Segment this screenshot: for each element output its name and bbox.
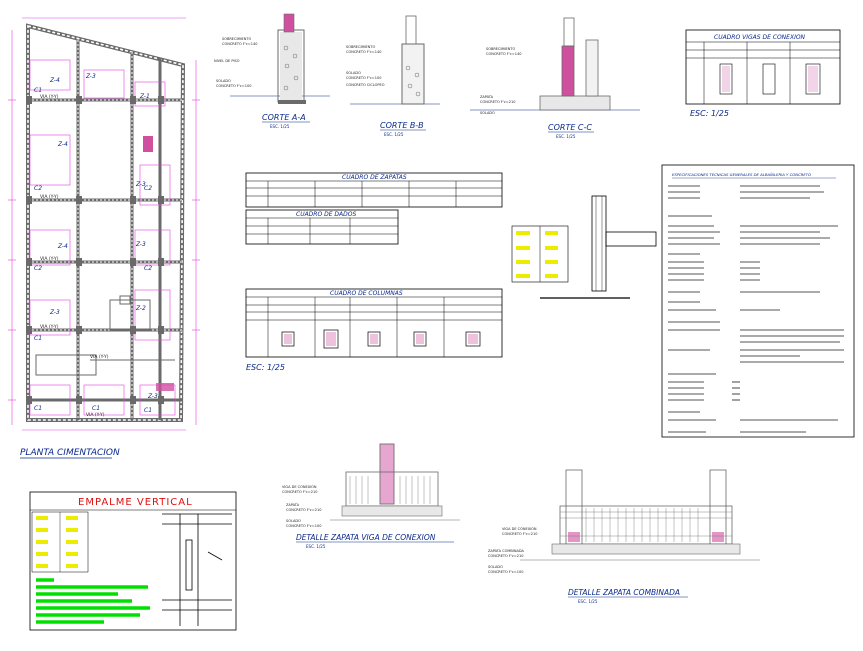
svg-text:ZAPATA COMBINADA: ZAPATA COMBINADA xyxy=(488,549,524,553)
svg-text:SOBRECIMIENTO: SOBRECIMIENTO xyxy=(486,47,516,51)
svg-text:SOBRECIMIENTO: SOBRECIMIENTO xyxy=(222,37,252,41)
columns-table: CUADRO DE COLUMNAS ESC: 1/25 xyxy=(245,288,503,372)
plan-label-z: Z-4 xyxy=(57,243,68,250)
section-b-title: CORTE B-B xyxy=(380,121,424,130)
beam-label: VIA (Y-Y) xyxy=(86,412,105,418)
svg-text:CONCRETO F'c=100: CONCRETO F'c=100 xyxy=(286,524,321,528)
svg-text:CONCRETO F'c=100: CONCRETO F'c=100 xyxy=(488,570,523,574)
plan-label-c: C1 xyxy=(144,407,152,414)
plan-label-c: C2 xyxy=(34,265,42,272)
svg-text:CONCRETO CICLOPEO: CONCRETO CICLOPEO xyxy=(346,83,385,87)
svg-text:CONCRETO F'c=210: CONCRETO F'c=210 xyxy=(286,508,321,512)
connection-detail-scale: ESC. 1/25 xyxy=(306,544,326,549)
svg-text:SOLADO: SOLADO xyxy=(286,519,301,523)
svg-text:SOLADO: SOLADO xyxy=(488,565,503,569)
plan-label-c: C2 xyxy=(144,265,152,272)
svg-text:CONCRETO F'c=100: CONCRETO F'c=100 xyxy=(346,76,381,80)
beam-label: VIA (Y-Y) xyxy=(40,256,59,262)
beam-label: VIA (Y-Y) xyxy=(40,324,59,330)
splice-title: EMPALME VERTICAL xyxy=(78,497,193,508)
plan-label-z: Z-4 xyxy=(57,141,68,148)
combined-detail-scale: ESC. 1/25 xyxy=(578,599,598,604)
footings-table: CUADRO DE ZAPATAS xyxy=(245,172,503,208)
section-a-title: CORTE A-A xyxy=(262,113,306,122)
plan-label-z: Z-4 xyxy=(49,77,60,84)
plan-label-z: Z-3 xyxy=(85,73,96,80)
beam-label: VIA (Y-Y) xyxy=(90,354,109,360)
svg-text:NIVEL DE PISO: NIVEL DE PISO xyxy=(214,59,240,63)
combined-detail-title: DETALLE ZAPATA COMBINADA xyxy=(568,588,680,597)
plan-label-z: Z-3 xyxy=(147,393,158,400)
connection-detail-title: DETALLE ZAPATA VIGA DE CONEXION xyxy=(296,533,436,542)
vertical-splice-box: EMPALME VERTICAL xyxy=(29,491,237,631)
dados-title: CUADRO DE DADOS xyxy=(296,211,356,218)
plan-label-c: C1 xyxy=(34,405,42,412)
plan-label-c: C2 xyxy=(144,185,152,192)
svg-text:CONCRETO F'c=210: CONCRETO F'c=210 xyxy=(502,532,537,536)
svg-text:CONCRETO F'c=140: CONCRETO F'c=140 xyxy=(486,52,521,56)
section-c-scale: ESC. 1/25 xyxy=(556,134,576,139)
svg-text:CONCRETO F'c=210: CONCRETO F'c=210 xyxy=(282,490,317,494)
plan-label-c: C1 xyxy=(92,405,100,412)
svg-text:CONCRETO F'c=210: CONCRETO F'c=210 xyxy=(480,100,515,104)
svg-text:ZAPATA: ZAPATA xyxy=(480,95,494,99)
svg-text:CONCRETO F'c=210: CONCRETO F'c=210 xyxy=(488,554,523,558)
section-a-scale: ESC. 1/25 xyxy=(270,124,290,129)
connection-beams-table: CUADRO VIGAS DE CONEXION ESC: 1/25 xyxy=(685,29,841,118)
plan-label-z: Z-3 xyxy=(135,181,146,188)
svg-text:ZAPATA: ZAPATA xyxy=(286,503,300,507)
plan-label-z: Z-2 xyxy=(135,305,146,312)
beam-label: VIA (Y-Y) xyxy=(40,194,59,200)
section-c-title: CORTE C-C xyxy=(548,123,592,132)
svg-text:CONCRETO F'c=140: CONCRETO F'c=140 xyxy=(346,50,381,54)
svg-text:SOBRECIMIENTO: SOBRECIMIENTO xyxy=(346,45,376,49)
plan-label-c: C2 xyxy=(34,185,42,192)
beam-label: VIA (Y-Y) xyxy=(40,94,59,100)
plan-label-z: Z-3 xyxy=(135,241,146,248)
columns-title: CUADRO DE COLUMNAS xyxy=(330,290,403,297)
columns-scale: ESC: 1/25 xyxy=(246,363,285,372)
foundation-plan: Z-4 Z-3 Z-4 Z-4 Z-3 Z-3 Z-3 Z-2 Z-1 Z-3 … xyxy=(8,17,200,459)
plan-label-c: C1 xyxy=(34,335,42,342)
svg-text:CONCRETO F'c=140: CONCRETO F'c=140 xyxy=(222,42,257,46)
footings-title: CUADRO DE ZAPATAS xyxy=(342,174,407,181)
specifications-title: ESPECIFICACIONES TECNICAS GENERALES DE A… xyxy=(672,172,811,177)
plan-label-c: C1 xyxy=(34,87,42,94)
beam-column-detail xyxy=(511,195,657,299)
svg-text:CONCRETO F'c=100: CONCRETO F'c=100 xyxy=(216,84,251,88)
dados-table: CUADRO DE DADOS xyxy=(245,209,399,245)
svg-text:VIGA DE CONEXION: VIGA DE CONEXION xyxy=(502,527,537,531)
plan-label-z: Z-1 xyxy=(139,93,150,100)
svg-text:SOLADO: SOLADO xyxy=(346,71,361,75)
section-b-scale: ESC. 1/25 xyxy=(384,132,404,137)
svg-text:SOLADO: SOLADO xyxy=(216,79,231,83)
plan-title: PLANTA CIMENTACION xyxy=(20,448,120,458)
connection-beams-title: CUADRO VIGAS DE CONEXION xyxy=(714,34,806,41)
svg-text:VIGA DE CONEXION: VIGA DE CONEXION xyxy=(282,485,317,489)
specifications-box: ESPECIFICACIONES TECNICAS GENERALES DE A… xyxy=(661,164,855,438)
highlighted-footing xyxy=(143,136,153,152)
connection-beams-scale: ESC: 1/25 xyxy=(690,109,729,118)
plan-label-z: Z-3 xyxy=(49,309,60,316)
svg-text:SOLADO: SOLADO xyxy=(480,111,495,115)
